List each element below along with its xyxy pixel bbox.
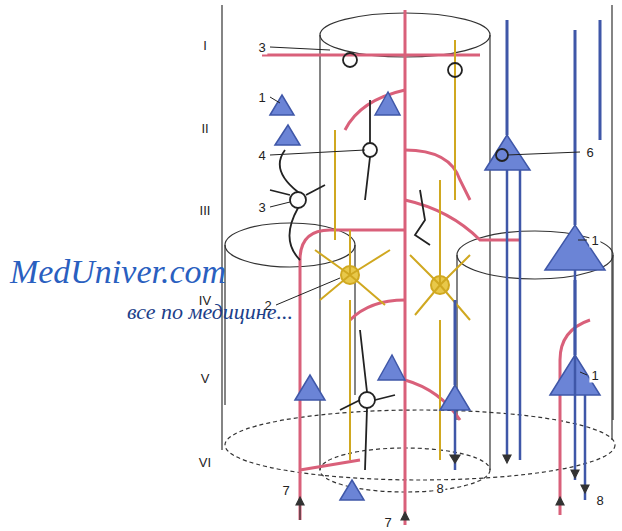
watermark-subtitle: все по медицине...: [127, 301, 293, 323]
callout-number: 6: [584, 145, 595, 160]
callout-number: 7: [382, 515, 393, 530]
callout-number: 8: [434, 481, 445, 496]
callout-number: 7: [280, 483, 291, 498]
callout-number: 4: [256, 148, 267, 163]
callout-number: 3: [256, 200, 267, 215]
callout-number: 1: [589, 368, 600, 383]
pyramidal-neurons: [270, 20, 605, 500]
layer-number: I: [201, 38, 209, 53]
basket-cells: [270, 53, 508, 470]
layer-number: VI: [197, 455, 213, 470]
callout-number: 1: [589, 233, 600, 248]
vessels-axons: [262, 10, 590, 525]
callout-number: 3: [256, 40, 267, 55]
stellate-cells: [315, 40, 470, 460]
layer-number: III: [198, 203, 213, 218]
layer-number: V: [199, 371, 212, 386]
cylinders: [222, 5, 615, 492]
callout-number: 1: [256, 90, 267, 105]
arrows: [296, 455, 589, 520]
watermark: MedUniver.com: [10, 255, 226, 289]
layer-number: II: [199, 121, 210, 136]
leader-lines: [270, 47, 587, 375]
callout-number: 8: [594, 493, 605, 508]
